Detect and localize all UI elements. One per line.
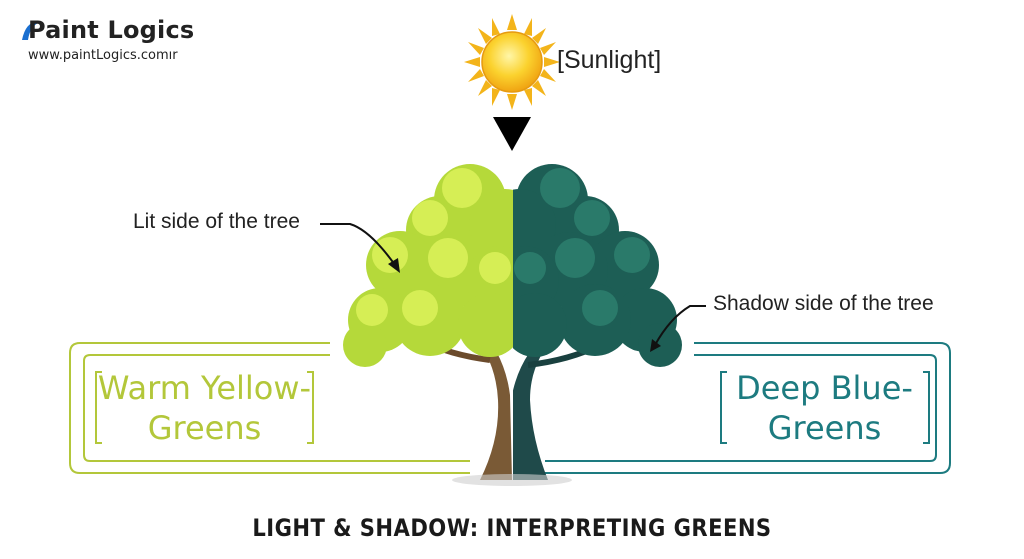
brand-swoosh-icon bbox=[22, 21, 40, 40]
warm-line-2: Greens bbox=[147, 409, 262, 447]
shadow-side-pointer bbox=[650, 305, 706, 352]
deep-box-frame bbox=[545, 342, 951, 474]
down-arrow-icon bbox=[493, 117, 531, 151]
lit-side-label: Lit side of the tree bbox=[133, 210, 300, 233]
deep-line-2: Greens bbox=[767, 409, 882, 447]
warm-greens-text: Warm Yellow- Greens bbox=[92, 368, 317, 448]
warm-box-frame bbox=[69, 342, 470, 474]
brand-url: www.paintLogics.comır bbox=[28, 48, 178, 63]
deep-greens-text: Deep Blue- Greens bbox=[712, 368, 937, 448]
caption-title: LIGHT & SHADOW: INTERPRETING GREENS bbox=[252, 514, 772, 542]
shadow-side-label: Shadow side of the tree bbox=[713, 292, 934, 315]
sunlight-label: [Sunlight] bbox=[557, 46, 662, 74]
lit-side-pointer bbox=[320, 223, 400, 273]
tree-illustration bbox=[343, 164, 682, 486]
sun-icon bbox=[464, 14, 560, 110]
deep-line-1: Deep Blue- bbox=[736, 369, 913, 407]
brand-name: Paint Logics bbox=[28, 16, 195, 44]
warm-line-1: Warm Yellow- bbox=[97, 369, 312, 407]
